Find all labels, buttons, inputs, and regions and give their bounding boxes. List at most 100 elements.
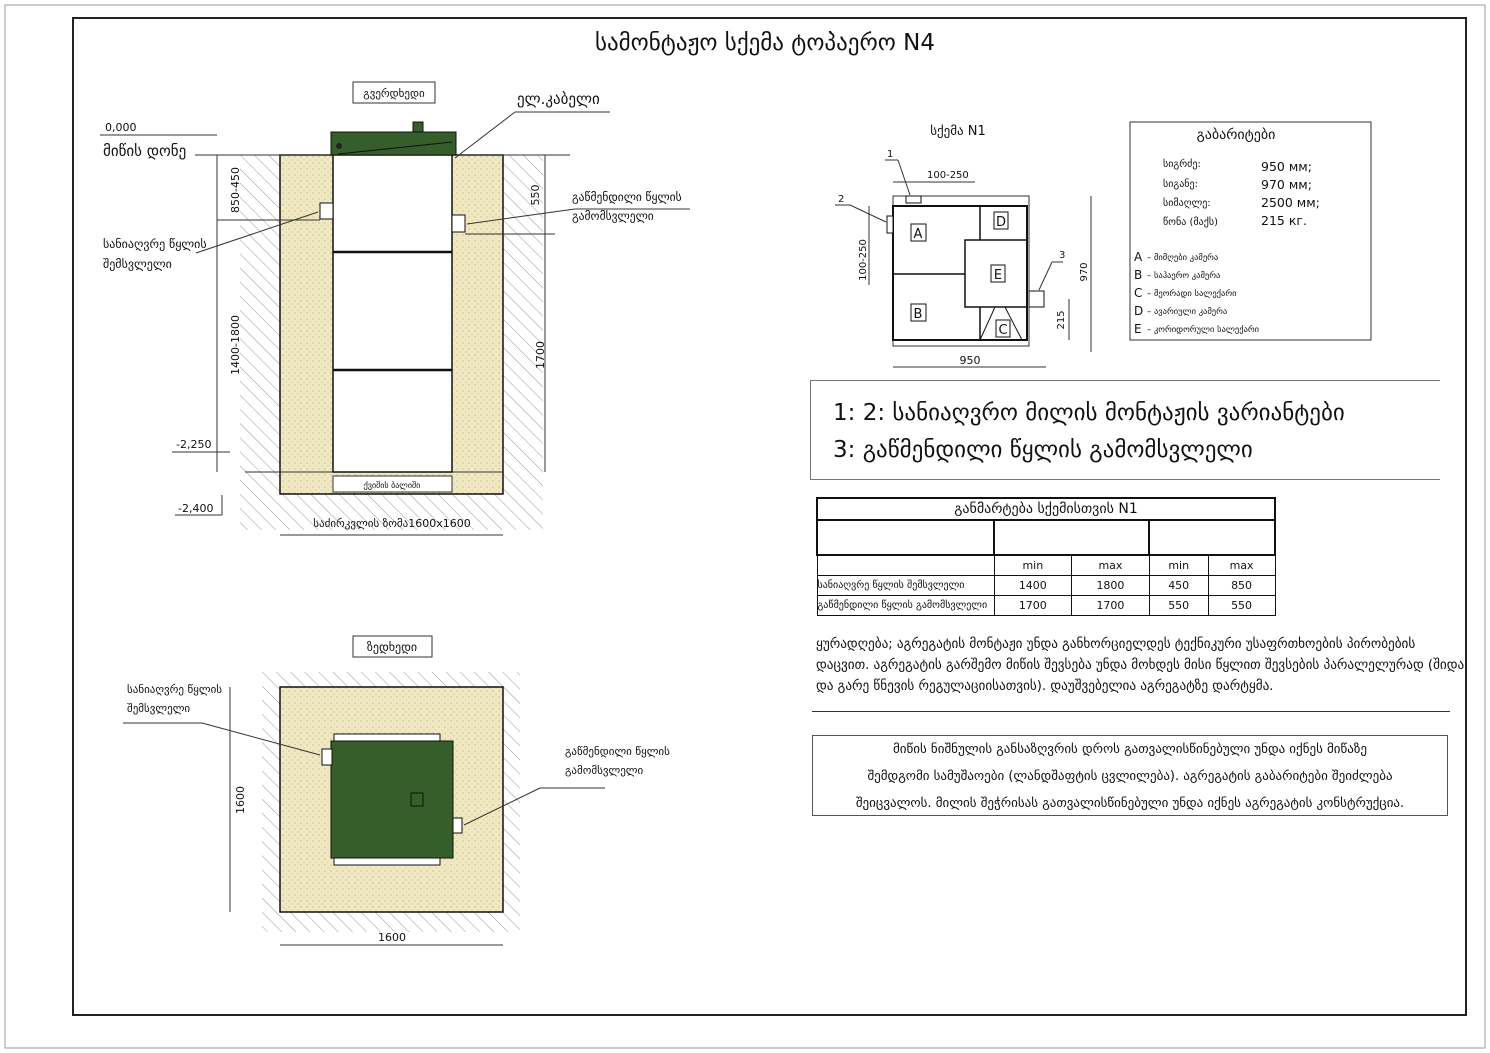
- hatch-icon: [410, 792, 424, 807]
- row-label: სანიაღვრე წყლის შემსვლელი: [816, 575, 995, 596]
- tank-lid: [330, 131, 457, 156]
- divider: [812, 711, 1450, 712]
- cell: 1400: [993, 575, 1073, 596]
- cell: 550: [1148, 595, 1209, 616]
- remark-line-3: შეიცვალოს. მილის შეჭრისას გათვალისწინებუ…: [855, 796, 1405, 811]
- dim-value: 215 кг.: [1261, 213, 1307, 228]
- legend-key: C: [1134, 286, 1142, 300]
- subheader-min: min: [993, 554, 1073, 576]
- table-title: განმარტება სქემისთვის N1: [816, 497, 1276, 521]
- inlet-pipe: [319, 202, 334, 220]
- cable-label: ელ.კაბელი: [517, 90, 600, 108]
- cell: 1800: [1071, 575, 1150, 596]
- cell: 1700: [993, 595, 1073, 616]
- outer-frame: [4, 4, 1486, 1049]
- legend-text: – საჰაერო კამერა: [1147, 270, 1220, 281]
- zone-b: B: [914, 307, 923, 322]
- table-row: გაწმენდილი წყლის გამომსვლელი 1700 1700 5…: [816, 595, 1276, 616]
- dim-value: 2500 мм;: [1261, 195, 1320, 210]
- table-row: სანიაღვრე წყლის შემსვლელი 1400 1800 450 …: [816, 575, 1276, 596]
- cell: 1700: [1071, 595, 1150, 616]
- subheader-min: min: [1148, 554, 1209, 576]
- legend-key: E: [1134, 322, 1142, 336]
- legend-key: B: [1134, 268, 1142, 282]
- legend-text: – მეორადი სალექარი: [1147, 288, 1237, 299]
- scheme-dim-left: 100-250: [858, 239, 869, 281]
- top-inlet-label-2: შემსვლელი: [127, 702, 190, 715]
- inner-frame: [72, 17, 1467, 1016]
- dim-label: სიმაღლე:: [1163, 197, 1211, 209]
- outlet-pipe: [451, 214, 466, 233]
- dim-value: 970 мм;: [1261, 177, 1312, 192]
- dim-inlet-depth: 850-450: [229, 167, 242, 213]
- tank-top: [330, 740, 454, 859]
- legend-text: – ავარიული კამერა: [1147, 306, 1227, 317]
- dimensions-title: გაბარიტები: [1197, 126, 1276, 143]
- scheme-dim-height: 970: [1079, 262, 1090, 281]
- inlet-label: სანიაღვრე წყლის: [103, 237, 207, 251]
- outlet-label-2: გამომსვლელი: [572, 209, 654, 223]
- page-title: სამონტაჟო სქემა ტოპაერო N4: [594, 30, 936, 56]
- callout-1: 1: [887, 149, 893, 160]
- legend-key: D: [1134, 304, 1143, 318]
- remark-line-1: მიწის ნიშნულის განსაზღვრის დროს გათვალის…: [893, 742, 1367, 757]
- side-view-label: გვერდხედი: [363, 87, 425, 100]
- top-outlet-label: გაწმენდილი წყლის: [565, 745, 670, 758]
- top-view: 1600 1600 ზედხედი სანიაღვრე წყლის შემსვლ…: [123, 635, 670, 946]
- sand-cushion-label: ქვიშის ბალიში: [364, 480, 421, 490]
- zone-e: E: [994, 268, 1002, 283]
- top-outlet-label-2: გამომსვლელი: [565, 764, 644, 777]
- dim-label: წონა (მაქს): [1163, 216, 1218, 228]
- table-subheader-row: min max min max: [816, 554, 1276, 576]
- variants-line-1: 1: 2: სანიაღვრო მილის მონტაჟის ვარიანტებ…: [833, 400, 1345, 426]
- top-dim-bottom: 1600: [378, 931, 406, 944]
- tank-body: [332, 154, 453, 473]
- side-view: ქვიშის ბალიში 850-450 1400-1800 550 1700…: [100, 81, 690, 536]
- pit-size: საძირკვლის ზომა1600x1600: [313, 517, 470, 530]
- callout-3: 3: [1059, 250, 1065, 261]
- top-dim-side: 1600: [234, 786, 247, 814]
- subheader-max: max: [1071, 554, 1150, 576]
- scheme-dim-width: 950: [960, 354, 981, 367]
- dim-label: სიგრძე:: [1163, 158, 1201, 170]
- zone-d: D: [996, 215, 1006, 230]
- remark-line-2: შემდგომი სამუშაოები (ლანდშაფტის ცვლილება…: [867, 769, 1393, 784]
- dim-label: სიგანე:: [1163, 178, 1198, 190]
- vent-cap-icon: [412, 121, 424, 133]
- inlet-label-2: შემსვლელი: [103, 257, 172, 271]
- scheme-title: სქემა N1: [930, 124, 986, 139]
- dimensions-box: გაბარიტები სიგრძე: სიგანე: სიმაღლე: წონა…: [1129, 121, 1372, 341]
- sand-cushion-box: [332, 475, 453, 493]
- zone-a: A: [914, 227, 923, 242]
- legend-key: A: [1134, 250, 1143, 264]
- scheme-dim-top: 100-250: [927, 170, 969, 181]
- ground-label: მიწის დონე: [103, 142, 186, 160]
- ground-mark: 0,000: [105, 121, 137, 134]
- warning-note: ყურადღება; აგრეგატის მონტაჟი უნდა განხორ…: [816, 637, 1465, 694]
- outlet-label: გაწმენდილი წყლის: [572, 190, 682, 204]
- mark-pit: -2,400: [178, 502, 213, 515]
- scheme-dim-outlet: 215: [1056, 310, 1067, 329]
- row-label: გაწმენდილი წყლის გამომსვლელი: [816, 595, 995, 616]
- definition-table: განმარტება სქემისთვის N1 min max min max…: [816, 497, 1276, 616]
- top-view-label: ზედხედი: [367, 640, 417, 654]
- cell: 450: [1148, 575, 1209, 596]
- dim-outlet-depth: 550: [529, 185, 542, 206]
- dim-inlet-height: 1400-1800: [229, 315, 242, 375]
- dim-value: 950 мм;: [1261, 159, 1312, 174]
- variants-box: 1: 2: სანიაღვრო მილის მონტაჟის ვარიანტებ…: [810, 380, 1440, 480]
- cell: 850: [1207, 575, 1276, 596]
- mark-bottom: -2,250: [176, 438, 211, 451]
- callout-2: 2: [838, 194, 844, 205]
- legend-text: – მიმღები კამერა: [1147, 252, 1218, 263]
- dim-outlet-height: 1700: [534, 341, 547, 369]
- cell: 550: [1207, 595, 1276, 616]
- zone-c: C: [998, 323, 1007, 338]
- legend-text: – კორიდორული სალექარი: [1147, 324, 1259, 335]
- subheader-max: max: [1207, 554, 1276, 576]
- remark-box: მიწის ნიშნულის განსაზღვრის დროს გათვალის…: [812, 735, 1448, 816]
- scheme-n1: სქემა N1 A B C D E 100-250 1 2: [835, 124, 1092, 368]
- top-inlet-label: სანიაღვრე წყლის: [127, 683, 222, 696]
